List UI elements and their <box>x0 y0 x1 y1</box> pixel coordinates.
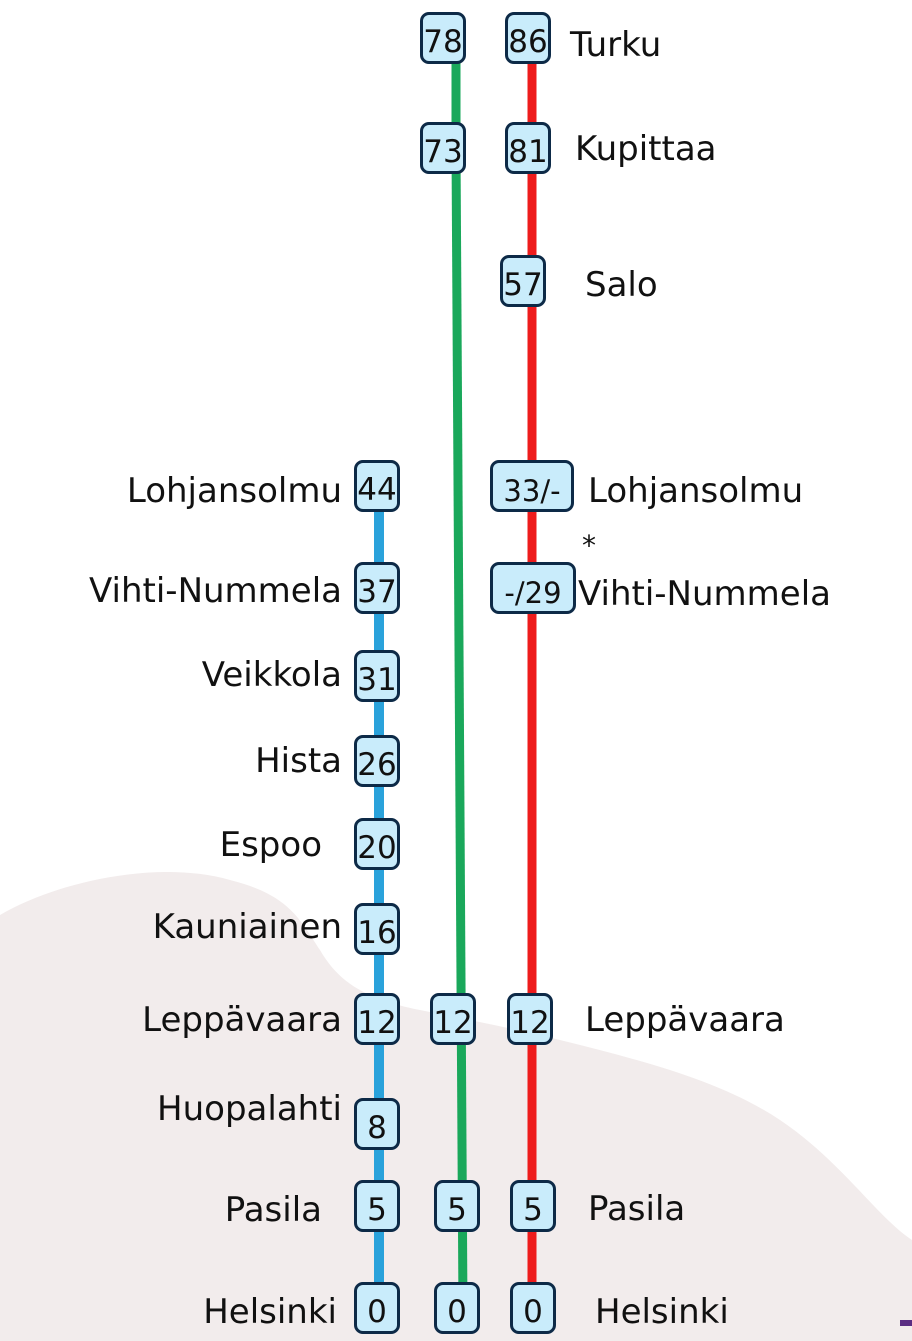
blue-station-label: Huopalahti <box>157 1089 342 1129</box>
green-station-box: 5 <box>434 1180 480 1232</box>
station-value: 57 <box>503 267 543 303</box>
blue-station-label: Kauniainen <box>152 907 342 947</box>
blue-station-box: 8 <box>354 1098 400 1150</box>
red-station-box: 33/- <box>490 460 574 512</box>
station-value: 0 <box>523 1294 543 1330</box>
station-value: 31 <box>357 662 397 698</box>
red-station-box: 86 <box>505 12 551 64</box>
station-value: 0 <box>447 1294 467 1330</box>
blue-station-box: 44 <box>354 460 400 512</box>
blue-station-box: 0 <box>354 1282 400 1334</box>
blue-station-box: 37 <box>354 562 400 614</box>
red-station-label: Helsinki <box>595 1292 729 1332</box>
station-value: 78 <box>423 24 463 60</box>
station-value: 73 <box>423 134 463 170</box>
station-value: 0 <box>367 1294 387 1330</box>
green-line-track <box>451 149 468 1313</box>
station-value: 5 <box>367 1192 387 1228</box>
station-value: 37 <box>357 574 397 610</box>
station-value: 33/- <box>503 474 561 508</box>
blue-station-label: Pasila <box>224 1190 322 1230</box>
red-station-label: Vihti-Nummela <box>578 574 831 614</box>
footnote-asterisk: * <box>582 529 596 562</box>
blue-station-label: Vihti-Nummela <box>89 571 342 611</box>
station-value: -/29 <box>504 576 562 610</box>
station-value: 44 <box>357 472 397 508</box>
blue-station-box: 31 <box>354 650 400 702</box>
blue-station-label: Leppävaara <box>142 1000 342 1040</box>
blue-station-box: 20 <box>354 818 400 870</box>
red-station-label: Salo <box>585 265 658 305</box>
station-value: 86 <box>508 24 548 60</box>
blue-station-label: Veikkola <box>201 655 342 695</box>
blue-station-label: Espoo <box>219 825 322 865</box>
red-station-label: Leppävaara <box>585 1000 785 1040</box>
blue-station-box: 16 <box>354 903 400 955</box>
red-station-box: -/29 <box>490 562 576 614</box>
red-station-box: 57 <box>500 255 546 307</box>
station-value: 16 <box>357 915 397 951</box>
red-station-label: Lohjansolmu <box>588 471 804 511</box>
blue-station-box: 26 <box>354 735 400 787</box>
blue-station-label: Hista <box>255 741 342 781</box>
background-shape <box>0 872 912 1341</box>
station-value: 12 <box>357 1005 397 1041</box>
green-station-box: 73 <box>420 122 466 174</box>
green-station-box: 12 <box>430 993 476 1045</box>
blue-station-label: Helsinki <box>203 1292 337 1332</box>
station-value: 20 <box>357 830 397 866</box>
station-value: 12 <box>433 1005 473 1041</box>
blue-station-box: 5 <box>354 1180 400 1232</box>
red-station-box: 5 <box>510 1180 556 1232</box>
red-station-box: 12 <box>507 993 553 1045</box>
station-value: 5 <box>447 1192 467 1228</box>
corner-accent <box>900 1320 912 1326</box>
red-station-label: Turku <box>570 25 662 65</box>
red-station-label: Pasila <box>588 1189 686 1229</box>
blue-station-label: Lohjansolmu <box>126 471 342 511</box>
station-value: 12 <box>510 1005 550 1041</box>
red-station-box: 81 <box>505 122 551 174</box>
station-value: 8 <box>367 1110 387 1146</box>
green-station-box: 78 <box>420 12 466 64</box>
red-station-box: 0 <box>510 1282 556 1334</box>
station-value: 81 <box>508 134 548 170</box>
station-value: 5 <box>523 1192 543 1228</box>
station-value: 26 <box>357 747 397 783</box>
blue-station-box: 12 <box>354 993 400 1045</box>
red-station-label: Kupittaa <box>575 129 717 169</box>
green-station-box: 0 <box>434 1282 480 1334</box>
